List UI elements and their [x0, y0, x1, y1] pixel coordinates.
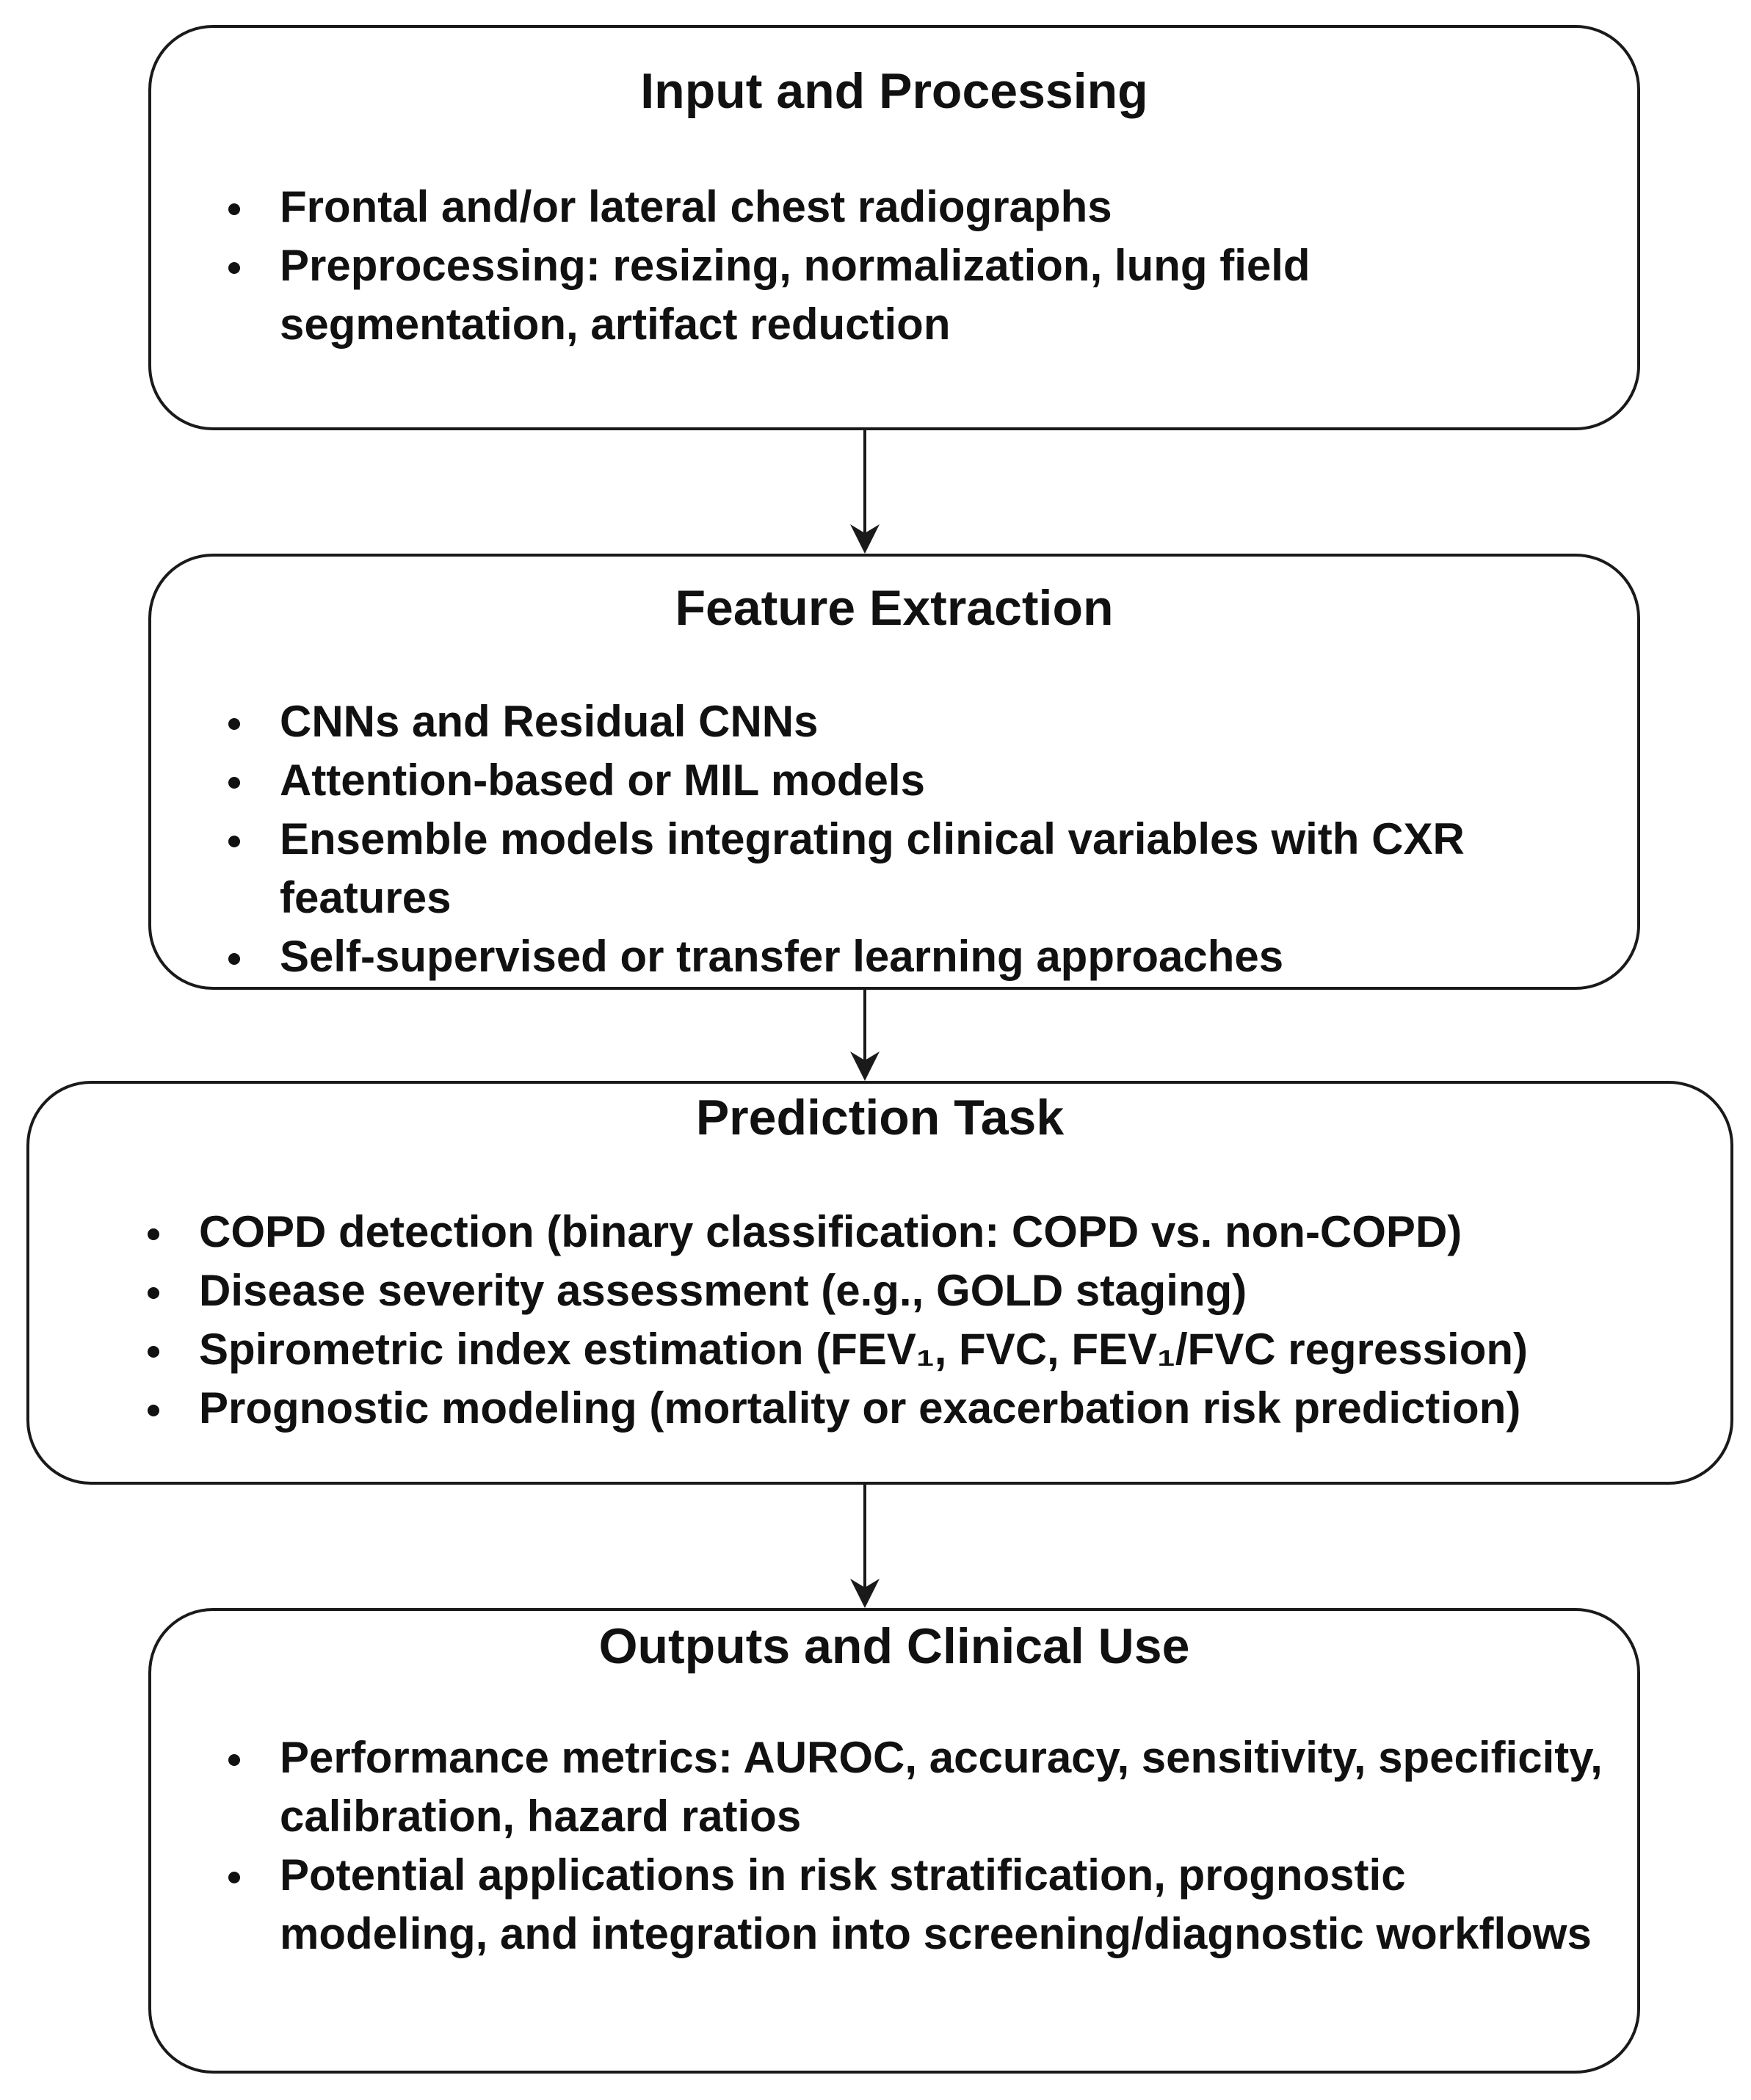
bullet-list: CNNs and Residual CNNs Attention-based o…	[228, 692, 1623, 986]
list-item-text: Frontal and/or lateral chest radiographs	[280, 182, 1112, 231]
input-processing-box: Input and Processing Frontal and/or late…	[148, 25, 1640, 430]
list-item: CNNs and Residual CNNs	[228, 692, 1623, 751]
bullet-dot-icon	[228, 953, 240, 965]
list-item-text: CNNs and Residual CNNs	[280, 697, 819, 746]
bullet-dot-icon	[148, 1287, 159, 1299]
list-item: Attention-based or MIL models	[228, 751, 1623, 810]
bullet-dot-icon	[228, 1754, 240, 1766]
list-item: Performance metrics: AUROC, accuracy, se…	[228, 1728, 1623, 1846]
prediction-task-box: Prediction Task COPD detection (binary c…	[26, 1081, 1733, 1485]
list-item: Potential applications in risk stratific…	[228, 1846, 1623, 1963]
bullet-list: COPD detection (binary classification: C…	[148, 1203, 1726, 1438]
bullet-dot-icon	[228, 718, 240, 730]
list-item-text: COPD detection (binary classification: C…	[199, 1207, 1462, 1256]
list-item-text: Attention-based or MIL models	[280, 756, 925, 805]
feature-extraction-box: Feature Extraction CNNs and Residual CNN…	[148, 554, 1640, 990]
list-item: Frontal and/or lateral chest radiographs	[228, 178, 1616, 236]
list-item-text: Disease severity assessment (e.g., GOLD …	[199, 1266, 1247, 1315]
bullet-dot-icon	[148, 1228, 159, 1240]
bullet-dot-icon	[228, 262, 240, 274]
bullet-dot-icon	[228, 777, 240, 789]
box-title: Input and Processing	[640, 63, 1148, 119]
box-title: Prediction Task	[695, 1090, 1065, 1145]
list-item-text: Self-supervised or transfer learning app…	[280, 932, 1284, 981]
list-item: Ensemble models integrating clinical var…	[228, 810, 1623, 927]
bullet-list: Performance metrics: AUROC, accuracy, se…	[228, 1728, 1623, 1963]
bullet-dot-icon	[228, 1872, 240, 1883]
list-item-text: Spirometric index estimation (FEV₁, FVC,…	[199, 1325, 1528, 1374]
bullet-dot-icon	[228, 203, 240, 215]
list-item-text: Performance metrics: AUROC, accuracy, se…	[280, 1733, 1603, 1841]
box-title: Outputs and Clinical Use	[598, 1618, 1190, 1674]
list-item: Spirometric index estimation (FEV₁, FVC,…	[148, 1320, 1726, 1379]
outputs-clinical-use-box: Outputs and Clinical Use Performance met…	[148, 1608, 1640, 2074]
box-title: Feature Extraction	[675, 580, 1114, 636]
list-item-text: Prognostic modeling (mortality or exacer…	[199, 1383, 1521, 1433]
bullet-dot-icon	[148, 1346, 159, 1358]
list-item: Disease severity assessment (e.g., GOLD …	[148, 1261, 1726, 1320]
bullet-dot-icon	[148, 1405, 159, 1416]
bullet-list: Frontal and/or lateral chest radiographs…	[228, 178, 1616, 354]
list-item: Preprocessing: resizing, normalization, …	[228, 236, 1616, 354]
list-item: Prognostic modeling (mortality or exacer…	[148, 1379, 1726, 1438]
list-item-text: Preprocessing: resizing, normalization, …	[280, 241, 1310, 349]
list-item-text: Ensemble models integrating clinical var…	[280, 814, 1465, 922]
list-item: COPD detection (binary classification: C…	[148, 1203, 1726, 1261]
list-item: Self-supervised or transfer learning app…	[228, 927, 1623, 986]
bullet-dot-icon	[228, 836, 240, 847]
list-item-text: Potential applications in risk stratific…	[280, 1850, 1592, 1958]
